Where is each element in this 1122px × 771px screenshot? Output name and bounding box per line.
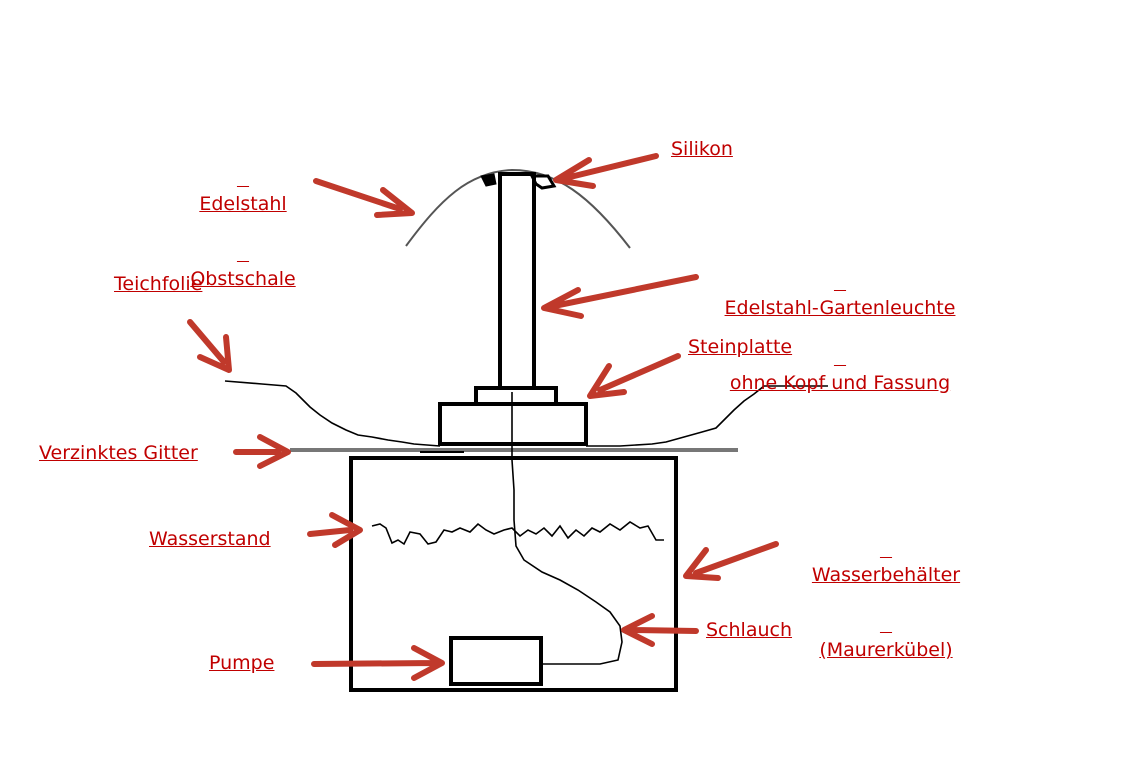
label-bowl: Edelstahl Obstschale xyxy=(178,142,308,317)
arrow-container xyxy=(683,541,779,581)
arrow-water-level xyxy=(307,512,363,548)
lamp-post xyxy=(498,172,536,390)
label-container-line1: Wasserbehälter xyxy=(811,564,961,586)
arrow-bowl xyxy=(313,178,415,218)
label-lamp-line2: ohne Kopf und Fassung xyxy=(729,372,951,394)
label-container: Wasserbehälter (Maurerkübel) xyxy=(796,513,976,688)
arrow-grid xyxy=(233,434,291,469)
label-silicone: Silikon xyxy=(671,138,733,160)
pond-liner-right xyxy=(586,385,828,447)
label-pond-liner: Teichfolie xyxy=(114,273,203,295)
label-lamp-line1: Edelstahl-Gartenleuchte xyxy=(724,297,956,319)
label-water-level: Wasserstand xyxy=(149,528,271,550)
arrow-lamp xyxy=(541,274,699,319)
pump xyxy=(449,636,543,686)
hose xyxy=(511,392,623,665)
water-container xyxy=(349,456,678,692)
arrow-silicone xyxy=(553,153,659,189)
label-bowl-line2: Obstschale xyxy=(190,268,296,290)
arrow-pond-liner xyxy=(187,319,232,373)
label-lamp: Edelstahl-Gartenleuchte ohne Kopf und Fa… xyxy=(704,246,976,421)
label-container-line2: (Maurerkübel) xyxy=(819,639,953,661)
stone-slab-top xyxy=(474,386,558,406)
silicone-left xyxy=(480,173,497,187)
arrows xyxy=(187,153,779,681)
stone-slab xyxy=(438,402,588,446)
label-grid: Verzinktes Gitter xyxy=(39,442,198,464)
label-pump: Pumpe xyxy=(209,652,275,674)
label-bowl-line1: Edelstahl xyxy=(199,193,287,215)
pond-liner-left xyxy=(224,380,441,447)
arrow-pump xyxy=(311,645,445,681)
label-hose: Schlauch xyxy=(706,619,793,641)
arrow-hose xyxy=(621,613,699,647)
arrow-stone-slab xyxy=(587,353,681,399)
label-stone-slab: Steinplatte xyxy=(688,336,793,358)
water-level-line xyxy=(371,521,664,546)
bowl-curve xyxy=(405,168,631,249)
